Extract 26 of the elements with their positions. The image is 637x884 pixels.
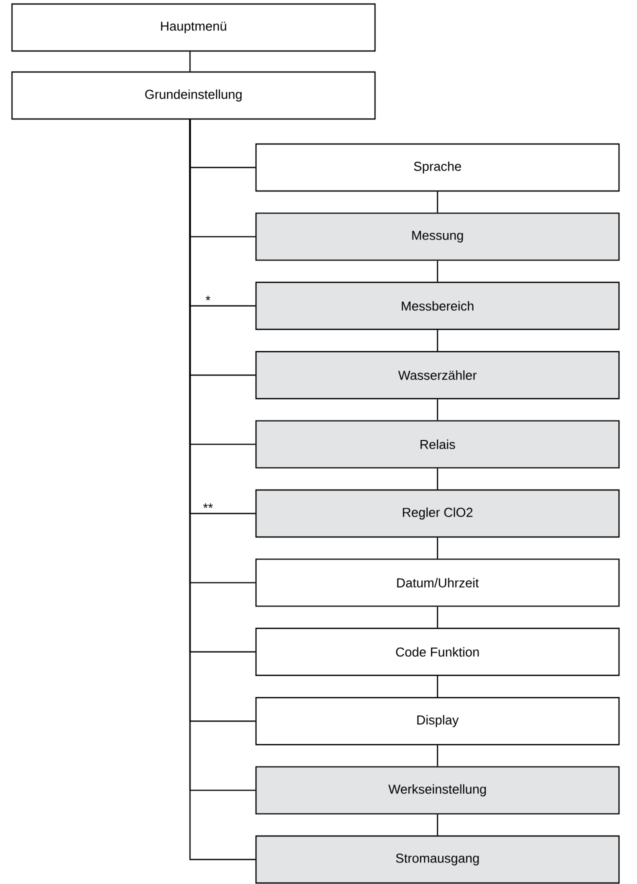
edge-label: ** <box>203 503 213 508</box>
edge-label: * <box>206 296 210 300</box>
menu-box: Hauptmenü <box>11 3 376 52</box>
menu-box: Display <box>255 697 620 746</box>
connector-line <box>436 399 438 420</box>
connector-line <box>436 814 438 836</box>
menu-box: Datum/Uhrzeit <box>255 558 620 607</box>
connector-line <box>189 52 191 72</box>
menu-box: Stromausgang <box>255 835 620 884</box>
connector-line <box>436 330 438 351</box>
menu-box: Werkseinstellung <box>255 766 620 814</box>
connector-line <box>436 260 438 282</box>
connector-line <box>436 745 438 766</box>
menu-box: Messbereich <box>255 282 620 330</box>
connector-line <box>436 192 438 213</box>
menu-box: Regler ClO2 <box>255 489 620 538</box>
menu-box: Grundeinstellung <box>11 71 376 120</box>
connector-line <box>436 468 438 490</box>
menu-box: Code Funktion <box>255 628 620 676</box>
connector-line <box>436 676 438 697</box>
menu-box: Messung <box>255 212 620 261</box>
menu-box: Sprache <box>255 143 620 192</box>
connector-line <box>436 538 438 559</box>
connector-line <box>436 606 438 628</box>
menu-box: Relais <box>255 420 620 468</box>
menu-box: Wasserzähler <box>255 351 620 400</box>
